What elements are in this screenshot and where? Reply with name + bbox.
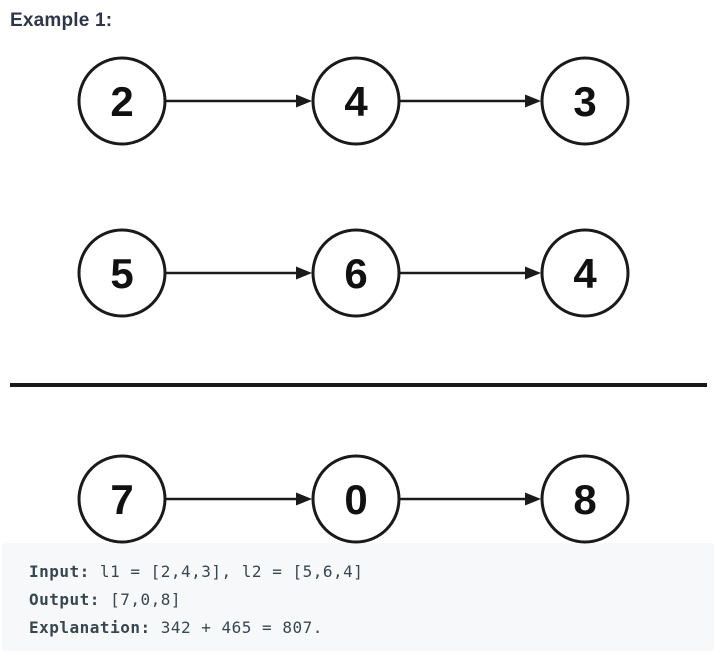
list-node [311,454,401,544]
arrow-head-icon [296,94,312,108]
output-label: Output: [29,590,100,609]
output-value: [7,0,8] [99,590,181,609]
list-node-value: 5 [110,250,133,297]
list-node-value: 4 [344,78,368,125]
list-node-value: 3 [573,78,596,125]
example-code-block: Input: l1 = [2,4,3], l2 = [5,6,4] Output… [2,543,714,651]
arrow-head-icon [296,266,312,280]
list-node [77,228,167,318]
explanation-value: 342 + 465 = 807. [150,618,323,637]
list-node-value: 7 [110,476,133,523]
input-label: Input: [29,562,90,581]
list-node-value: 6 [344,250,367,297]
list-node [77,454,167,544]
list-node-value: 0 [344,476,367,523]
arrow-head-icon [525,94,541,108]
explanation-label: Explanation: [29,618,151,637]
output-line: Output: [7,0,8] [29,586,714,614]
list-node [311,56,401,146]
list-node [540,454,630,544]
list-node [311,228,401,318]
input-line: Input: l1 = [2,4,3], l2 = [5,6,4] [29,558,714,586]
arrow-head-icon [525,492,541,506]
explanation-line: Explanation: 342 + 465 = 807. [29,614,714,642]
arrow-head-icon [525,266,541,280]
linked-list-diagram: 2 4 3 5 6 4 7 0 8 [10,56,707,544]
list-node [540,56,630,146]
input-value: l1 = [2,4,3], l2 = [5,6,4] [89,562,364,581]
example-heading: Example 1: [10,10,113,31]
arrow-head-icon [296,492,312,506]
list-node [540,228,630,318]
list-node [77,56,167,146]
list-node-value: 2 [110,78,133,125]
list-node-value: 8 [573,476,596,523]
list-node-value: 4 [573,250,597,297]
